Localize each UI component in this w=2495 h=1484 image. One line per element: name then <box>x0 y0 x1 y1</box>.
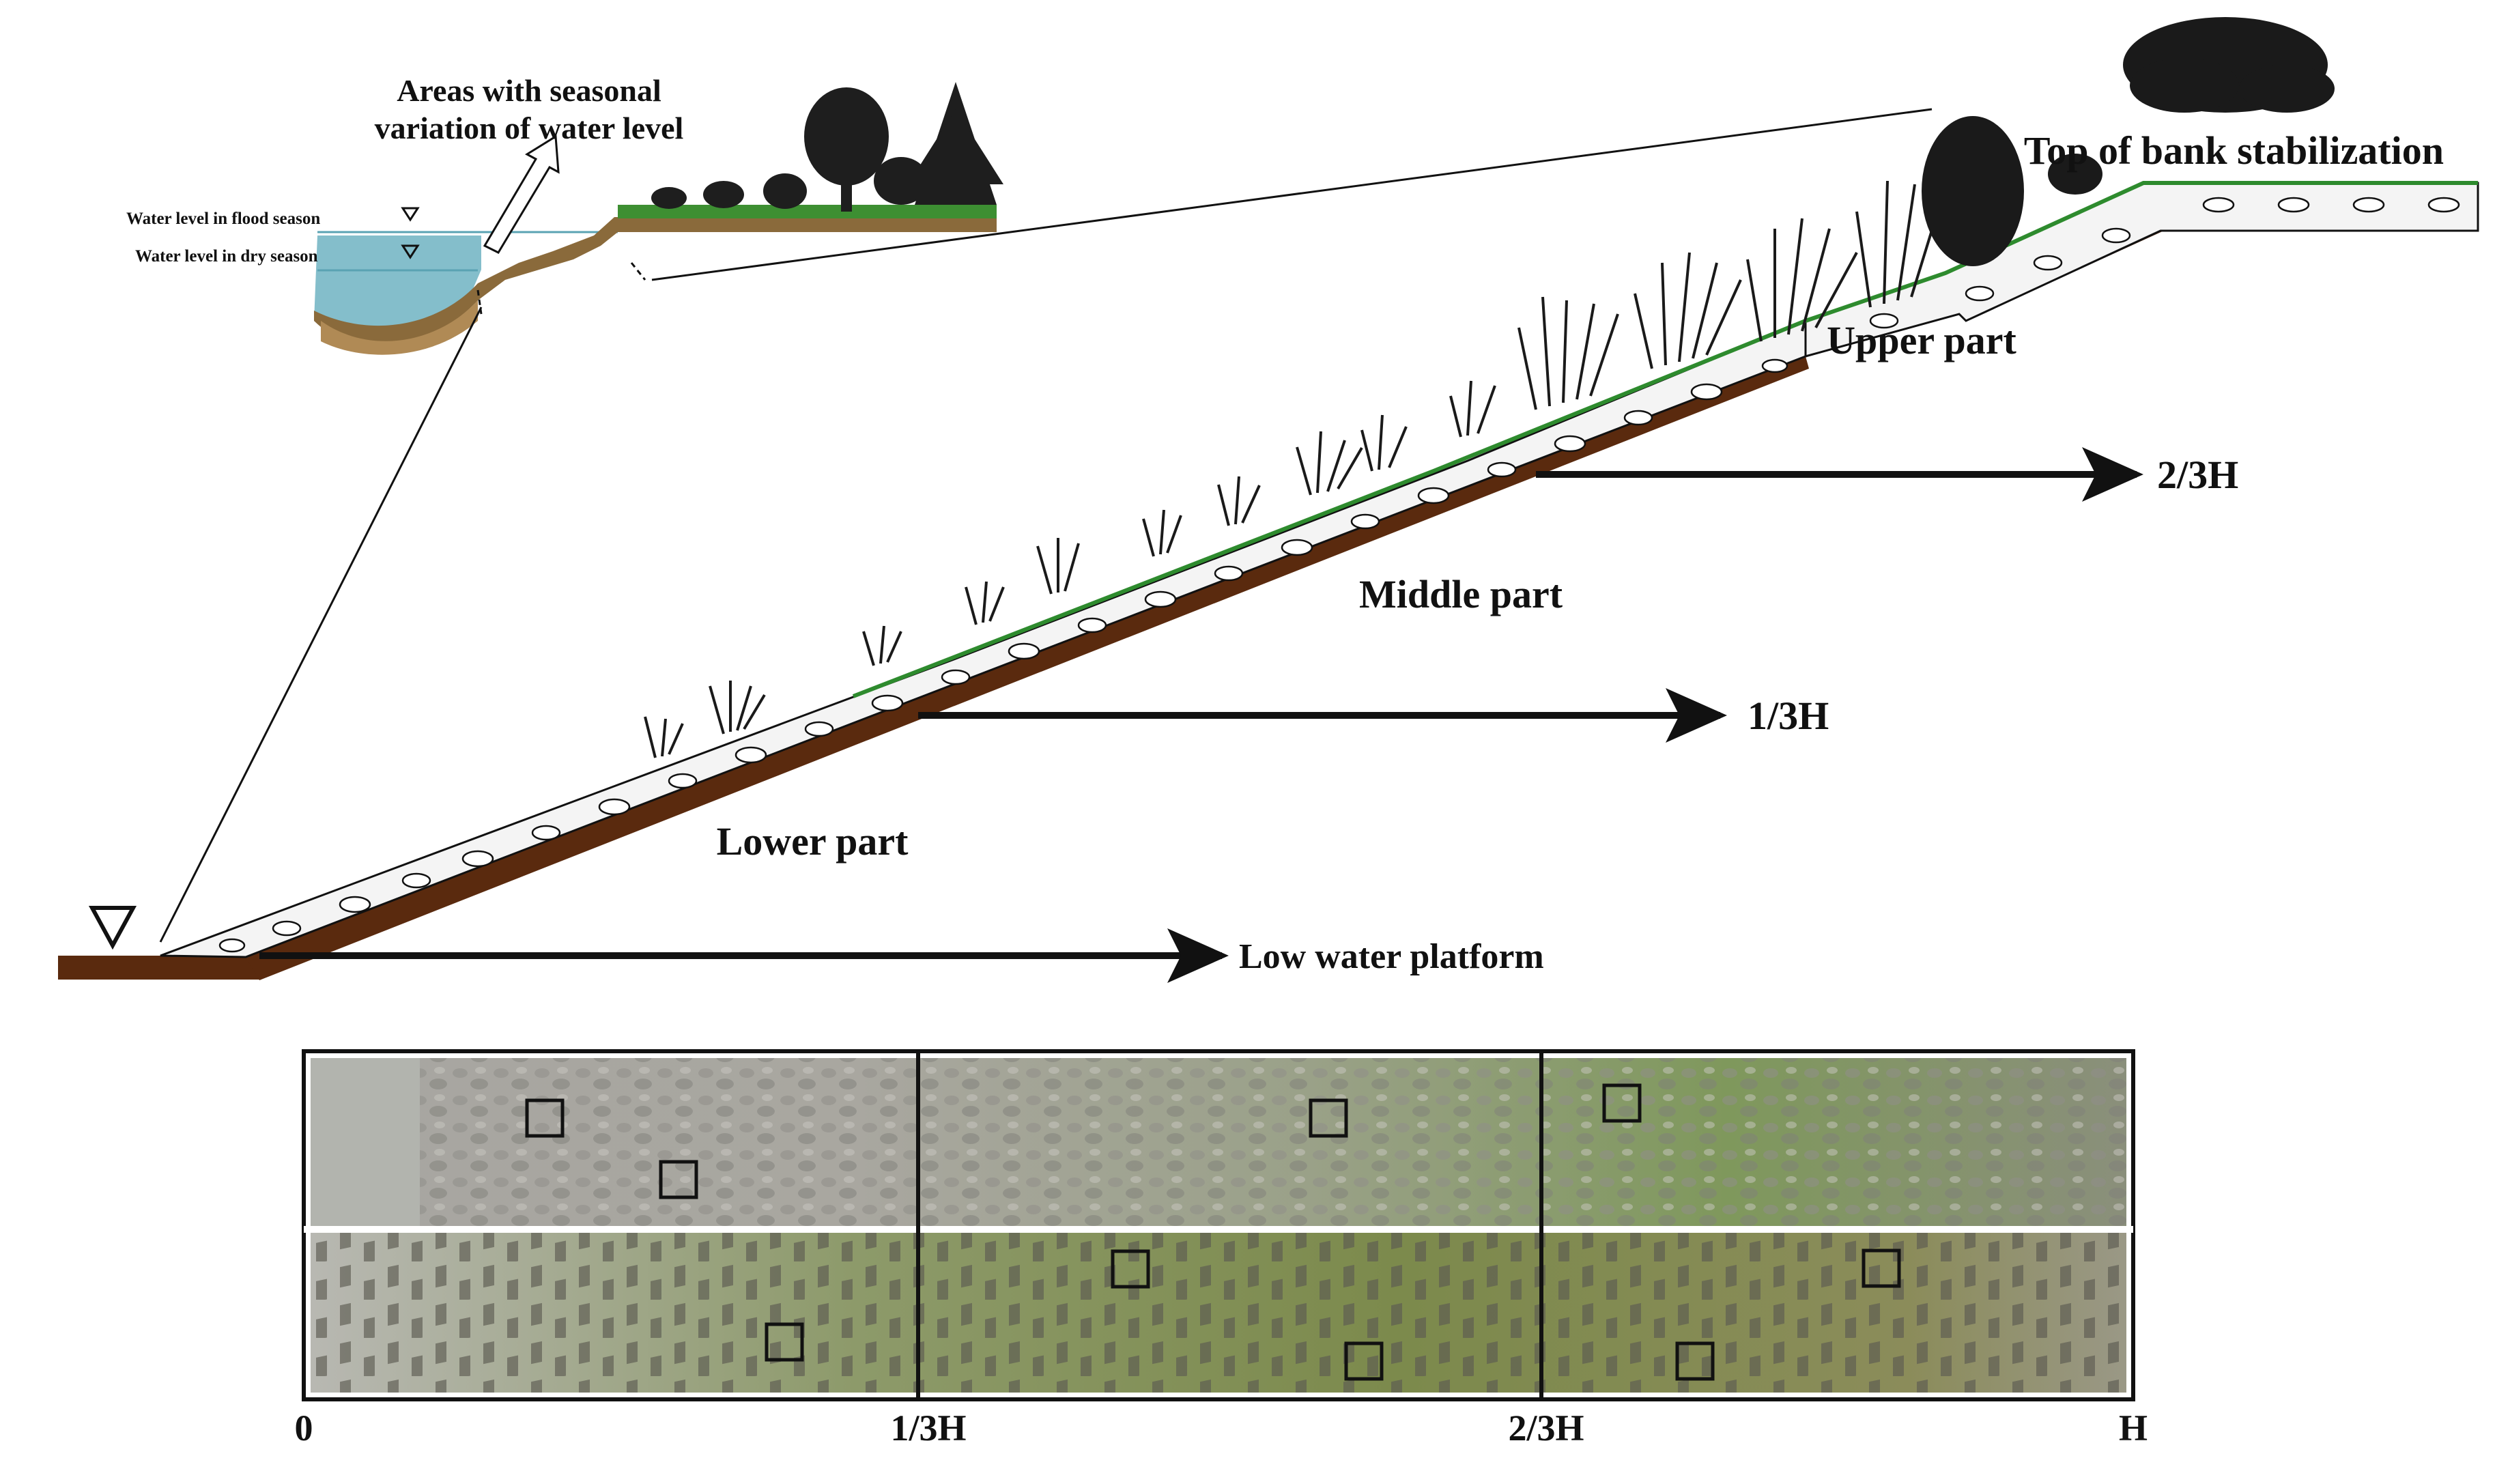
inset-hollow-arrow <box>483 134 560 254</box>
zoom-line-top <box>651 108 1933 281</box>
photo-row-stone-texture <box>311 1058 2126 1226</box>
label-middle-part: Middle part <box>1359 572 1563 616</box>
inset-title-line2: variation of water level <box>375 111 684 145</box>
sample-quadrats <box>525 1083 1901 1381</box>
inset-level-markers <box>401 207 420 259</box>
inset-title-line1: Areas with seasonal <box>397 73 661 108</box>
slope-grass-line <box>852 181 2478 698</box>
quadrat <box>1309 1098 1348 1138</box>
zoom-dash-1 <box>476 289 483 315</box>
label-lower-part: Lower part <box>717 819 909 864</box>
inset-grass-strip <box>618 205 997 218</box>
quadrat <box>1862 1248 1901 1288</box>
top-trees <box>1922 17 2335 266</box>
stone-revetment-lower <box>160 319 1807 958</box>
axis-tick-h: H <box>2119 1408 2148 1449</box>
quadrat <box>525 1098 565 1138</box>
quadrat <box>1602 1083 1642 1123</box>
low-water-platform-soil <box>58 956 259 980</box>
zoom-line-bottom <box>159 306 483 943</box>
label-one-third-h: 1/3H <box>1748 694 1829 738</box>
photo-row-brick-texture <box>311 1233 2126 1393</box>
quadrat <box>765 1322 804 1362</box>
axis-tick-one-third: 1/3H <box>890 1408 966 1449</box>
slope-soil <box>58 334 2167 956</box>
quadrat <box>1111 1249 1150 1289</box>
slope-soil-layer <box>246 356 1809 980</box>
dry-season-label: Water level in dry season <box>135 247 318 266</box>
inset-vegetation <box>651 82 1003 212</box>
photo-row-stone-edge <box>311 1058 420 1226</box>
photo-strip: 0 1/3H 2/3H H <box>295 1049 2148 1449</box>
inset-bed-gravel <box>321 300 478 355</box>
quadrat <box>1675 1341 1715 1381</box>
label-upper-part: Upper part <box>1827 318 2016 362</box>
axis-tick-two-thirds: 2/3H <box>1508 1408 1584 1449</box>
slope-cross-section: Top of bank stabilization Upper part Mid… <box>58 17 2479 983</box>
quadrat <box>659 1160 698 1199</box>
quadrat <box>1344 1341 1384 1381</box>
inset-sketch: Areas with seasonal variation of water l… <box>126 73 1933 943</box>
label-low-water-platform: Low water platform <box>1239 937 1544 976</box>
flood-season-label: Water level in flood season <box>126 210 320 228</box>
low-water-marker <box>88 906 137 950</box>
slope-vegetation <box>644 180 1940 758</box>
zoom-dash-2 <box>630 262 646 281</box>
axis-tick-0: 0 <box>295 1408 313 1449</box>
stone-texture <box>218 197 2460 953</box>
label-two-thirds-h: 2/3H <box>2157 453 2238 497</box>
label-top-of-bank: Top of bank stabilization <box>2024 128 2444 173</box>
inset-soil <box>314 217 997 347</box>
